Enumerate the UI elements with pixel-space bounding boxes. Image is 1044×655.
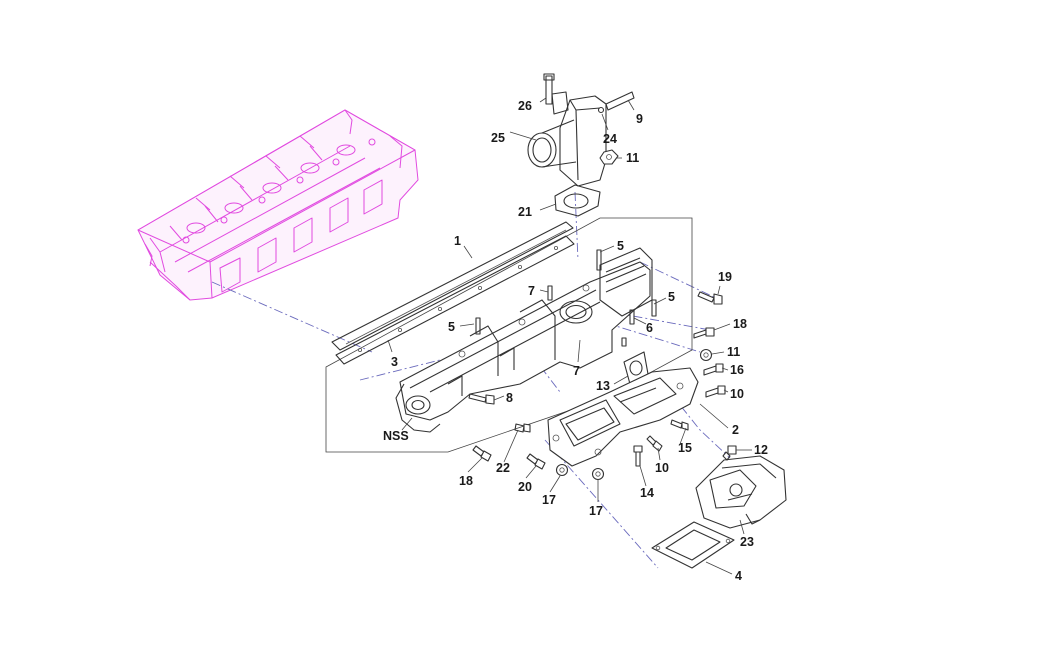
bolt-10-lower: [646, 435, 663, 452]
callout-6: 6: [646, 321, 653, 335]
bolt-15: [670, 419, 689, 431]
leader-lines: [387, 97, 752, 575]
callout-23: 23: [740, 535, 754, 549]
egr-valve: [695, 455, 787, 529]
callout-4: 4: [735, 569, 742, 583]
stud-9: [605, 91, 635, 111]
callout-22: 22: [496, 461, 510, 475]
callout-24: 24: [603, 132, 617, 146]
callout-10-right: 10: [730, 387, 744, 401]
cylinder-head: [137, 109, 419, 301]
callout-2: 2: [732, 423, 739, 437]
inlet-manifold: [395, 247, 653, 433]
bolt-14: [633, 445, 643, 467]
gasket-4: [651, 521, 735, 569]
nut-17-left: [555, 463, 569, 477]
callout-26: 26: [518, 99, 532, 113]
nut-11-top: [599, 149, 619, 165]
bolt-19: [697, 291, 723, 305]
callout-18-right: 18: [733, 317, 747, 331]
callout-8: 8: [506, 391, 513, 405]
callout-21: 21: [518, 205, 532, 219]
bolt-10-right: [705, 385, 726, 398]
bolt-26: [543, 73, 555, 105]
callout-16: 16: [730, 363, 744, 377]
callout-20: 20: [518, 480, 532, 494]
bolt-18-right: [693, 327, 715, 339]
callout-19: 19: [718, 270, 732, 284]
callout-nss: NSS: [383, 429, 409, 443]
callout-5-left: 5: [448, 320, 455, 334]
bolt-12: [722, 445, 737, 461]
callout-17-left: 17: [542, 493, 556, 507]
gasket-lower: [335, 235, 575, 365]
callout-3: 3: [391, 355, 398, 369]
washer-24: [597, 106, 605, 114]
callout-7-left: 7: [528, 284, 535, 298]
callout-9: 9: [636, 112, 643, 126]
bolt-20: [526, 453, 546, 470]
callout-1: 1: [454, 234, 461, 248]
callout-7-center: 7: [573, 364, 580, 378]
callout-11-top: 11: [626, 151, 639, 165]
gasket-upper: [331, 221, 574, 351]
bolt-8: [468, 393, 495, 405]
bolt-18-left: [472, 445, 492, 462]
callout-5-top: 5: [617, 239, 624, 253]
egr-housing: [547, 367, 699, 467]
nut-17-right: [591, 467, 605, 481]
callout-17-right: 17: [589, 504, 603, 518]
callout-15: 15: [678, 441, 692, 455]
gasket-21: [554, 184, 601, 217]
callout-13: 13: [596, 379, 610, 393]
callout-18-left: 18: [459, 474, 473, 488]
bolt-16: [703, 363, 724, 376]
callout-labels: 1 3 26 9 24 25 11 21 5 7 5 5 6 7 19 18 1…: [383, 99, 768, 583]
throttle-body: [527, 91, 607, 187]
callout-10-lower: 10: [655, 461, 669, 475]
studs-5-7: [475, 249, 657, 347]
callout-11-right: 11: [727, 345, 740, 359]
nut-11-right: [699, 348, 713, 362]
callout-12: 12: [754, 443, 768, 457]
bolt-22: [514, 423, 531, 433]
callout-5-right: 5: [668, 290, 675, 304]
callout-14: 14: [640, 486, 654, 500]
callout-25: 25: [491, 131, 505, 145]
gasket-frame: [325, 217, 693, 453]
